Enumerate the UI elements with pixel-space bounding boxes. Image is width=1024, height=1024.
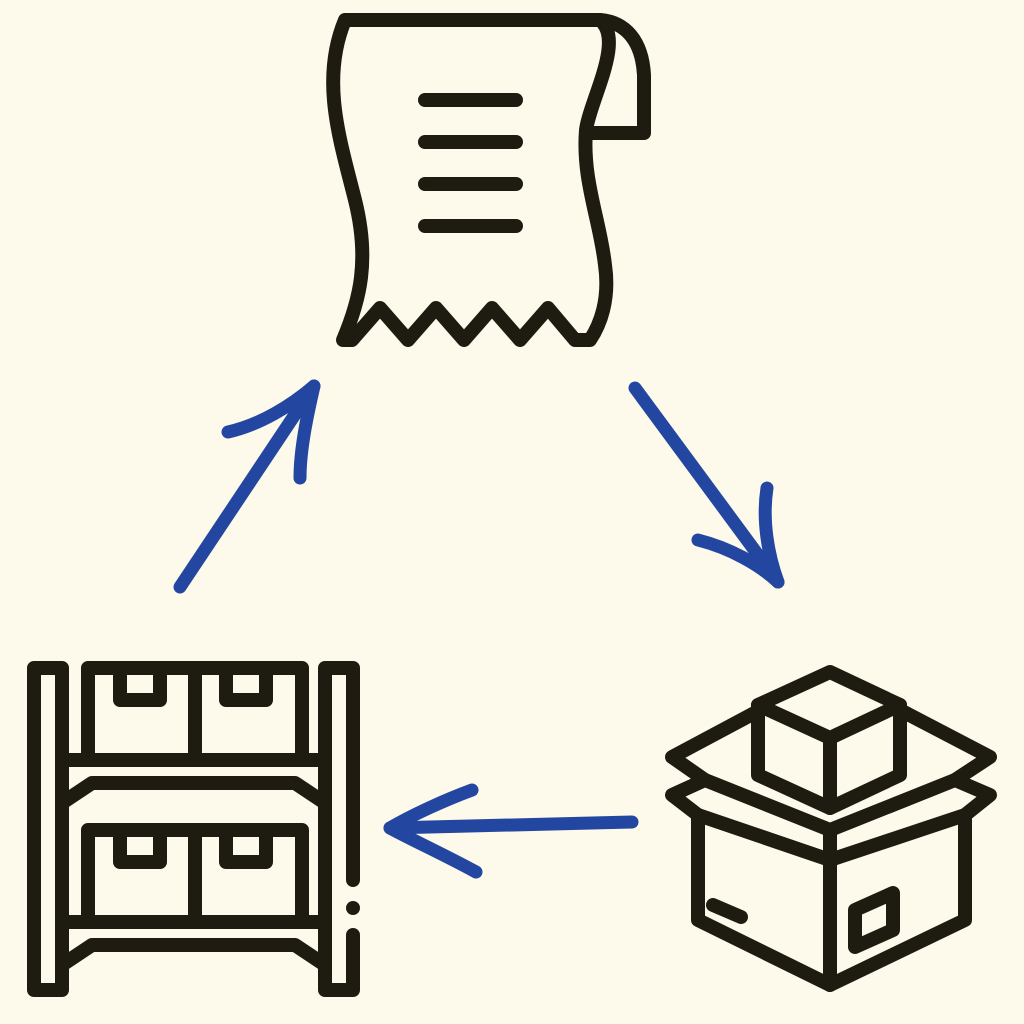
lower-box-left-tab	[113, 823, 167, 869]
upper-box-left	[81, 661, 202, 767]
lower-box-right-tab	[219, 823, 273, 869]
shelf-post-left	[27, 661, 69, 997]
receipt-paper	[326, 13, 616, 347]
arrow-receipt-to-box	[628, 381, 785, 589]
lower-box-right	[188, 823, 309, 929]
warehouse-shelf-icon	[27, 661, 360, 997]
receipt-curl	[584, 13, 651, 140]
arrow-box-to-shelf	[383, 783, 639, 879]
box-label	[848, 886, 900, 954]
small-cube	[751, 665, 907, 815]
box-flap-front-right	[823, 773, 962, 837]
receipt-icon	[326, 13, 651, 347]
open-box-icon	[665, 665, 997, 992]
shelf-post-right	[318, 661, 360, 997]
small-cube-edges	[751, 698, 907, 815]
arrow-shelf-to-receipt	[173, 379, 321, 594]
upper-box-left-tab	[113, 661, 167, 707]
upper-box-right-tab	[219, 661, 273, 707]
box-dash	[706, 898, 748, 924]
shelf-post-dot	[346, 901, 360, 915]
lower-box-left	[81, 823, 202, 929]
upper-box-right	[188, 661, 309, 767]
